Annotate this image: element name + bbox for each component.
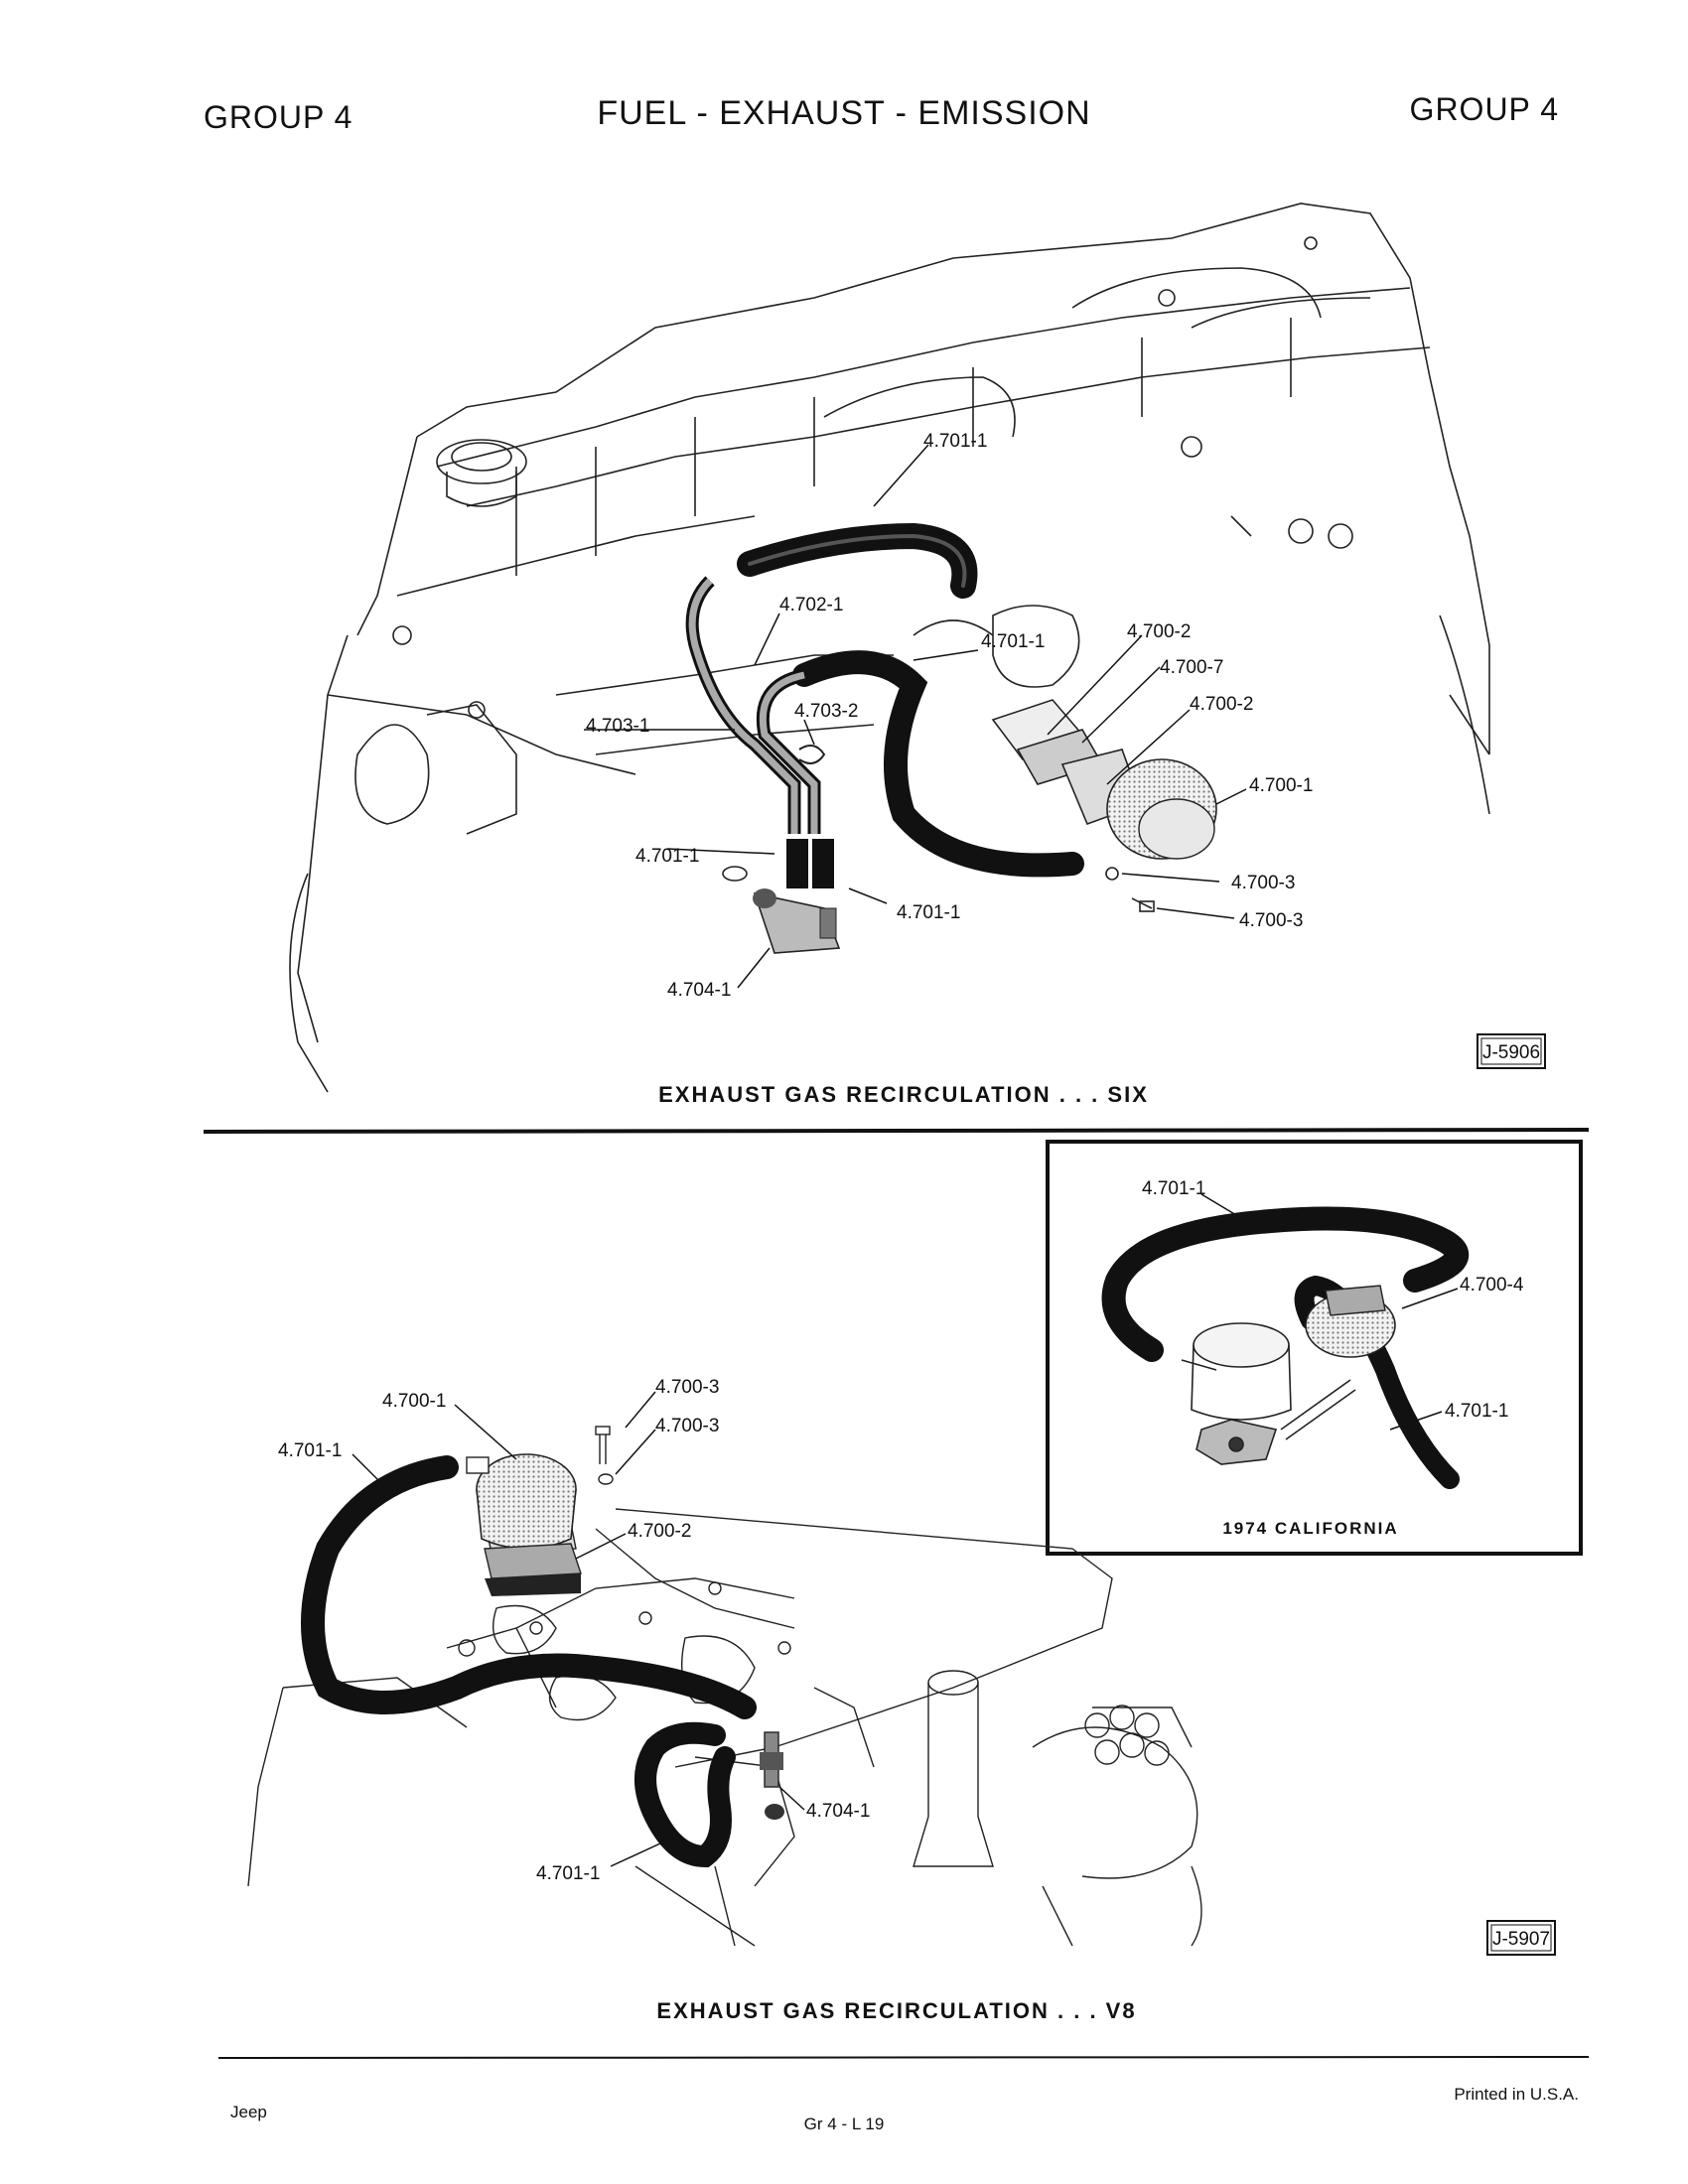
leader-lines-v8 [352, 1391, 805, 1867]
footer-printed: Printed in U.S.A. [1454, 2085, 1579, 2104]
svg-text:J-5907: J-5907 [1492, 1929, 1550, 1950]
callout-washer-v8: 4.700-3 [655, 1416, 719, 1436]
hose-lower-six [792, 650, 1084, 878]
hose-long-v8 [301, 1455, 757, 1719]
callout-cts-valve: 4.704-1 [667, 980, 731, 1001]
inset-caption: 1974 CALIFORNIA [1222, 1519, 1398, 1538]
hose-upper-six [737, 522, 978, 599]
callout-washer: 4.700-3 [1231, 873, 1295, 893]
fastener-six [1105, 867, 1155, 912]
footer-rule [217, 2056, 1590, 2059]
callout-tube-2: 4.703-1 [586, 716, 649, 737]
inset-callout-valve: 4.700-4 [1460, 1275, 1524, 1296]
callout-gasket-2: 4.700-2 [1190, 694, 1253, 715]
figure-code-v8: J-5907 [1486, 1920, 1556, 1956]
callouts-six: 4.701-1 4.702-1 4.701-1 4.700-2 4.700-7 … [586, 431, 1313, 1001]
callout-hose-long-v8: 4.701-1 [278, 1440, 342, 1461]
svg-text:J-5906: J-5906 [1482, 1042, 1540, 1063]
caption-six: EXHAUST GAS RECIRCULATION . . . SIX [658, 1082, 1149, 1107]
inset-callout-hose-1: 4.701-1 [1142, 1178, 1205, 1199]
tube-six [685, 576, 821, 834]
engine-v8-illustration [247, 1508, 1202, 1947]
callouts-v8: 4.700-3 4.700-3 4.700-1 4.701-1 4.700-2 … [278, 1377, 870, 1884]
clip-six [798, 745, 826, 764]
connector-hoses-six [786, 839, 834, 888]
callout-egr-valve: 4.700-1 [1249, 775, 1313, 796]
hose-loop-v8 [634, 1721, 736, 1868]
bolt-v8 [595, 1426, 614, 1485]
callout-bolt: 4.700-3 [1239, 910, 1303, 931]
callout-tube: 4.702-1 [779, 595, 843, 615]
callout-clip: 4.703-2 [794, 701, 858, 722]
header-group-right: GROUP 4 [1409, 91, 1559, 127]
footer-page-number: Gr 4 - L 19 [803, 2115, 885, 2133]
cts-valve-v8 [760, 1731, 784, 1820]
figure-divider [203, 1128, 1590, 1134]
inset-callout-hose-2: 4.701-1 [1445, 1401, 1508, 1422]
callout-gasket-v8: 4.700-2 [628, 1521, 691, 1542]
callout-spacer: 4.700-7 [1160, 657, 1223, 678]
callout-hose-loop-v8: 4.701-1 [536, 1863, 600, 1884]
callout-bolt-v8: 4.700-3 [655, 1377, 719, 1398]
callout-hose-lower: 4.701-1 [981, 631, 1045, 652]
callout-hose-upper: 4.701-1 [923, 431, 987, 452]
header-group-left: GROUP 4 [204, 99, 353, 135]
callout-connector-2: 4.701-1 [897, 902, 960, 923]
inset-california: 4.701-1 4.700-4 4.701-1 1974 CALIFORNIA [1046, 1140, 1583, 1556]
egr-valve-six [991, 699, 1217, 860]
egr-valve-v8 [466, 1453, 582, 1596]
engine-six-illustration [289, 203, 1490, 1093]
callout-connector-1: 4.701-1 [635, 846, 699, 867]
callout-gasket-1: 4.700-2 [1127, 621, 1191, 642]
cts-valve-six [722, 866, 841, 954]
page-title: FUEL - EXHAUST - EMISSION [597, 94, 1091, 132]
leader-lines-six [584, 444, 1247, 989]
callout-cts-valve-v8: 4.704-1 [806, 1801, 870, 1822]
footer-brand: Jeep [230, 2103, 267, 2121]
callout-egr-valve-v8: 4.700-1 [382, 1391, 446, 1412]
figure-code-six: J-5906 [1477, 1033, 1546, 1069]
caption-v8: EXHAUST GAS RECIRCULATION . . . V8 [656, 1998, 1136, 2023]
